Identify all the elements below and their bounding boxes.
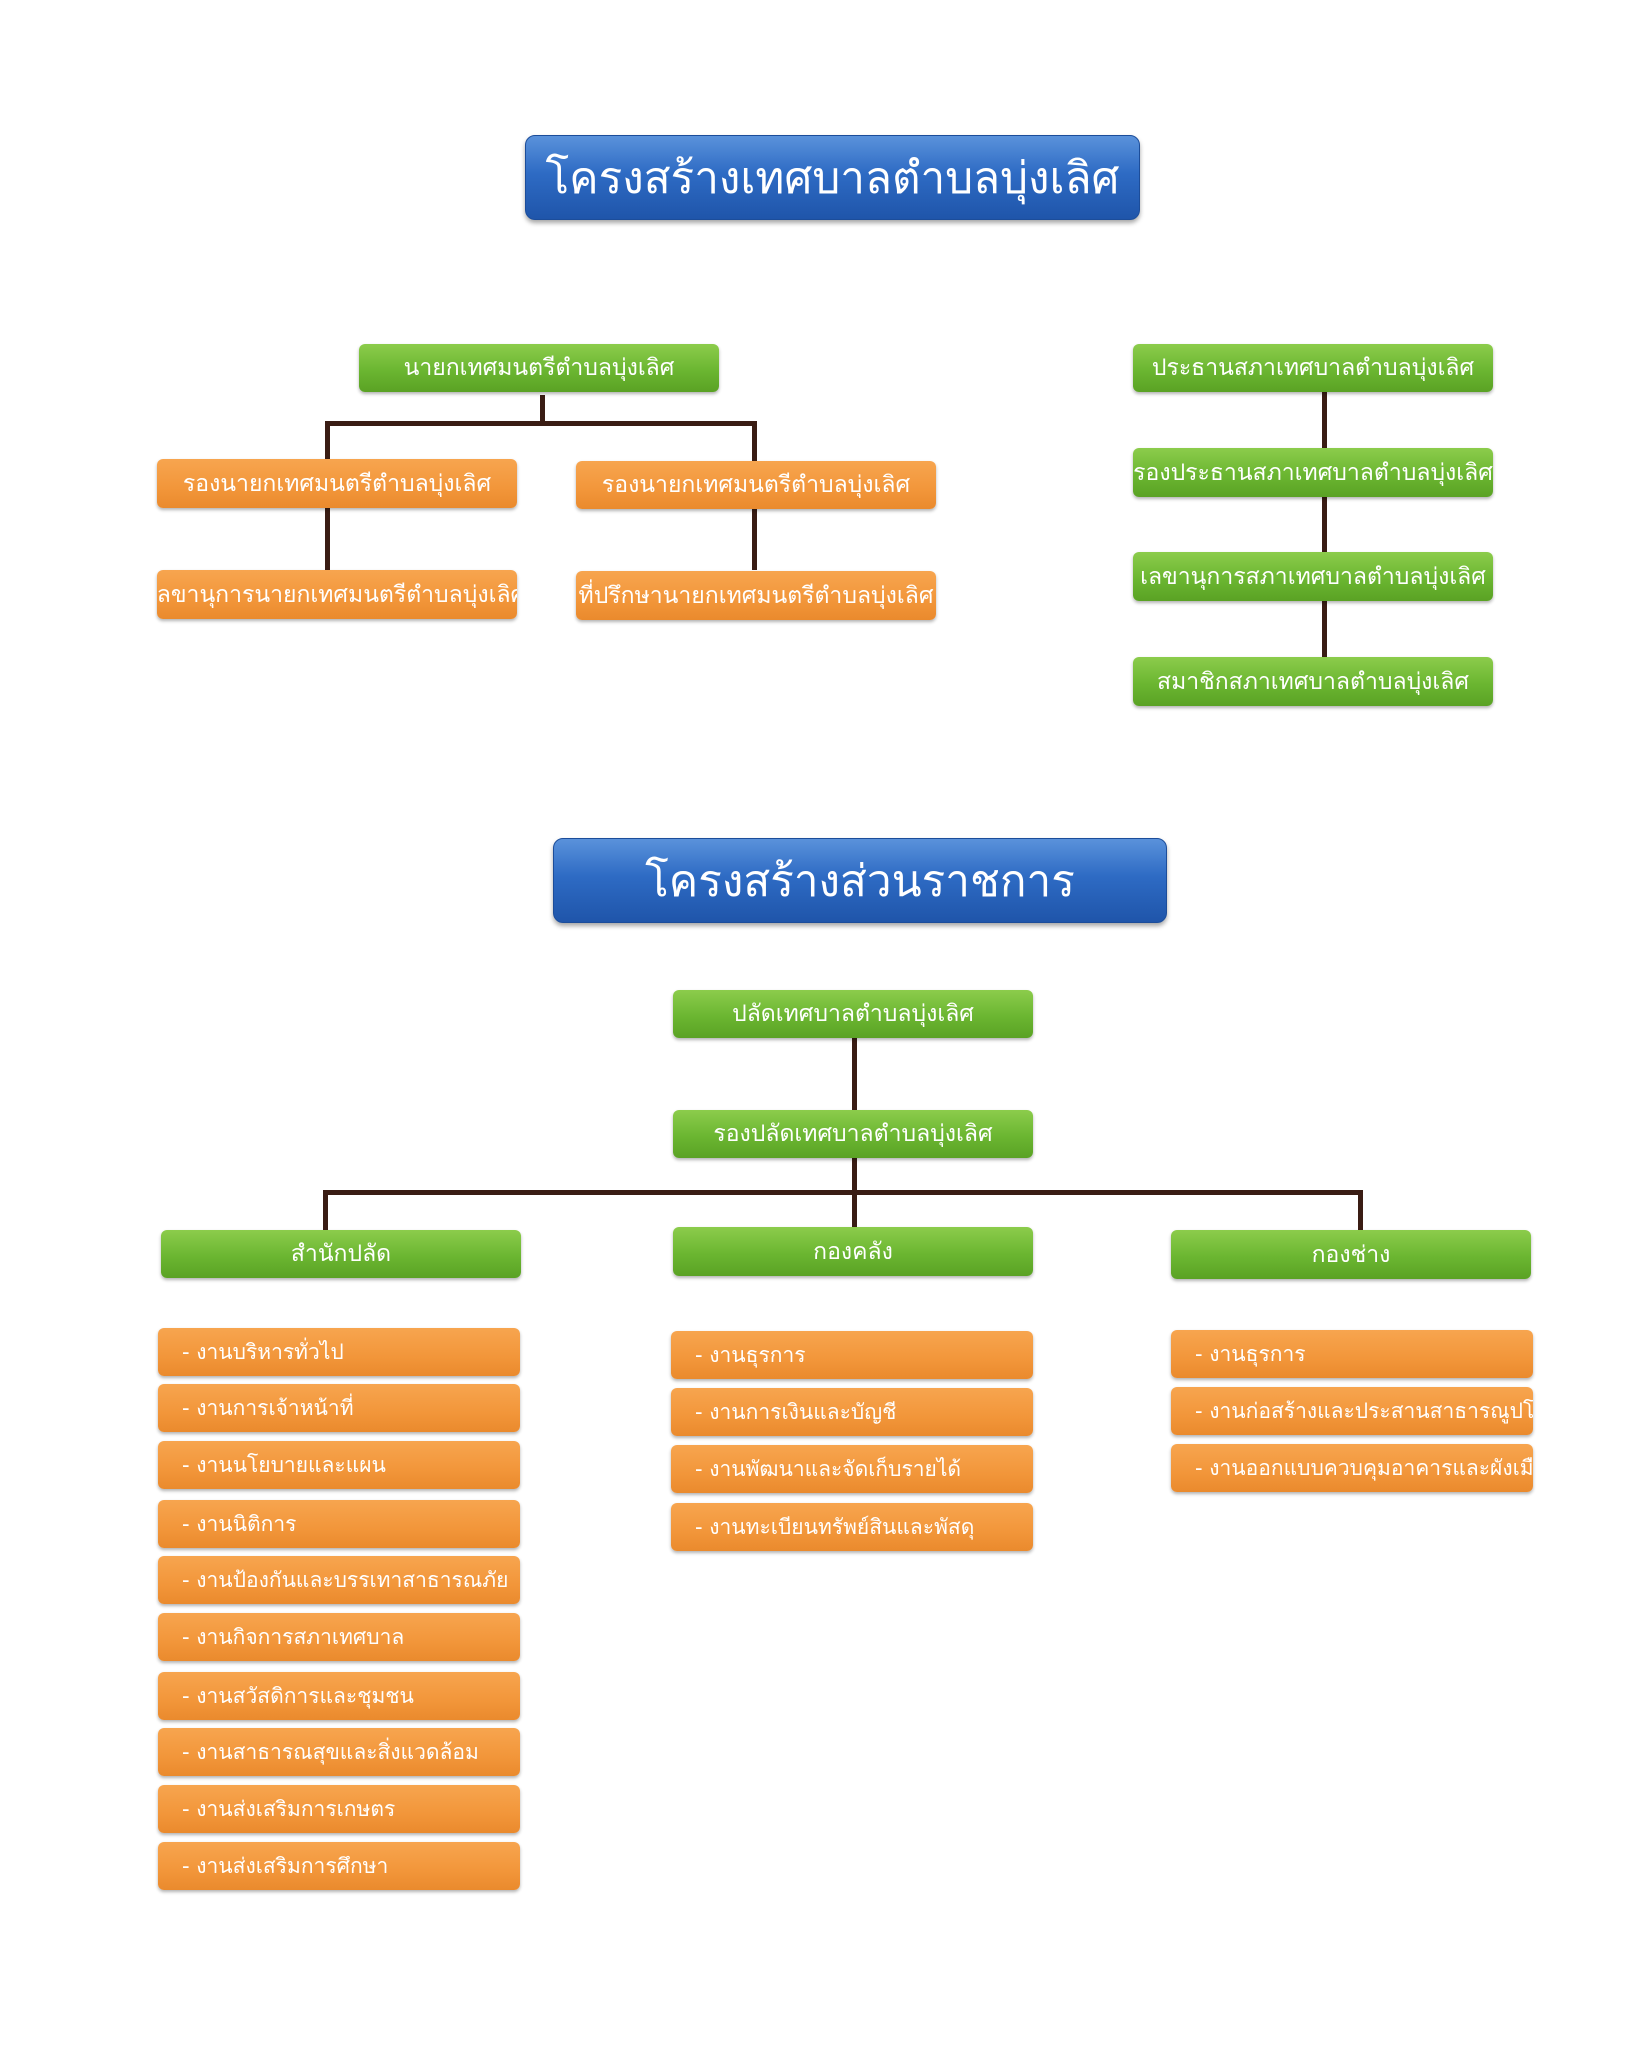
- task-item: - งานส่งเสริมการเกษตร: [158, 1785, 520, 1833]
- connector-council-chain: [1322, 390, 1327, 660]
- mayor-secretary-box: เลขานุการนายกเทศมนตรีตำบลบุ่งเลิศ: [157, 570, 517, 619]
- task-item: - งานป้องกันและบรรเทาสาธารณภัย: [158, 1556, 520, 1604]
- council-vice-president-box: รองประธานสภาเทศบาลตำบลบุ่งเลิศ: [1133, 448, 1493, 497]
- task-item: - งานนโยบายและแผน: [158, 1441, 520, 1489]
- task-item: - งานสาธารณสุขและสิ่งแวดล้อม: [158, 1728, 520, 1776]
- task-item: - งานทะเบียนทรัพย์สินและพัสดุ: [671, 1503, 1033, 1551]
- connector-deputy2-drop: [752, 421, 757, 461]
- task-item: - งานนิติการ: [158, 1500, 520, 1548]
- connector-deputy1-secretary: [325, 508, 330, 570]
- department-finance: กองคลัง: [673, 1227, 1033, 1276]
- task-item: - งานธุรการ: [671, 1331, 1033, 1379]
- task-item: - งานการเจ้าหน้าที่: [158, 1384, 520, 1432]
- council-secretary-box: เลขานุการสภาเทศบาลตำบลบุ่งเลิศ: [1133, 552, 1493, 601]
- task-item: - งานธุรการ: [1171, 1330, 1533, 1378]
- connector-deputy2-advisor: [752, 508, 757, 570]
- connector-dept-bar: [323, 1190, 1363, 1195]
- council-president-box: ประธานสภาเทศบาลตำบลบุ่งเลิศ: [1133, 344, 1493, 392]
- deputy-mayor-1-box: รองนายกเทศมนตรีตำบลบุ่งเลิศ: [157, 459, 517, 508]
- task-item: - งานส่งเสริมการศึกษา: [158, 1842, 520, 1890]
- municipal-clerk-box: ปลัดเทศบาลตำบลบุ่งเลิศ: [673, 990, 1033, 1038]
- task-item: - งานก่อสร้างและประสานสาธารณูปโภค: [1171, 1387, 1533, 1435]
- municipal-structure-title: โครงสร้างเทศบาลตำบลบุ่งเลิศ: [525, 135, 1140, 220]
- connector-deputy1-drop: [325, 421, 330, 461]
- deputy-clerk-box: รองปลัดเทศบาลตำบลบุ่งเลิศ: [673, 1110, 1033, 1158]
- task-item: - งานบริหารทั่วไป: [158, 1328, 520, 1376]
- connector-deputy-down: [852, 1155, 857, 1195]
- connector-mayor-down: [540, 395, 545, 425]
- task-item: - งานการเงินและบัญชี: [671, 1388, 1033, 1436]
- connector-dept2-drop: [852, 1190, 857, 1230]
- mayor-advisor-box: ที่ปรึกษานายกเทศมนตรีตำบลบุ่งเลิศ: [576, 571, 936, 620]
- task-item: - งานออกแบบควบคุมอาคารและผังเมือง: [1171, 1444, 1533, 1492]
- task-item: - งานกิจการสภาเทศบาล: [158, 1613, 520, 1661]
- connector-dept3-drop: [1358, 1190, 1363, 1230]
- department-office-of-clerk: สำนักปลัด: [161, 1230, 521, 1278]
- mayor-box: นายกเทศมนตรีตำบลบุ่งเลิศ: [359, 344, 719, 392]
- connector-mayor-bar: [325, 421, 757, 426]
- council-members-box: สมาชิกสภาเทศบาลตำบลบุ่งเลิศ: [1133, 657, 1493, 706]
- government-structure-title: โครงสร้างส่วนราชการ: [553, 838, 1167, 923]
- task-item: - งานสวัสดิการและชุมชน: [158, 1672, 520, 1720]
- deputy-mayor-2-box: รองนายกเทศมนตรีตำบลบุ่งเลิศ: [576, 461, 936, 509]
- connector-dept1-drop: [323, 1190, 328, 1230]
- department-engineering: กองช่าง: [1171, 1230, 1531, 1279]
- connector-clerk-deputy: [852, 1035, 857, 1115]
- task-item: - งานพัฒนาและจัดเก็บรายได้: [671, 1445, 1033, 1493]
